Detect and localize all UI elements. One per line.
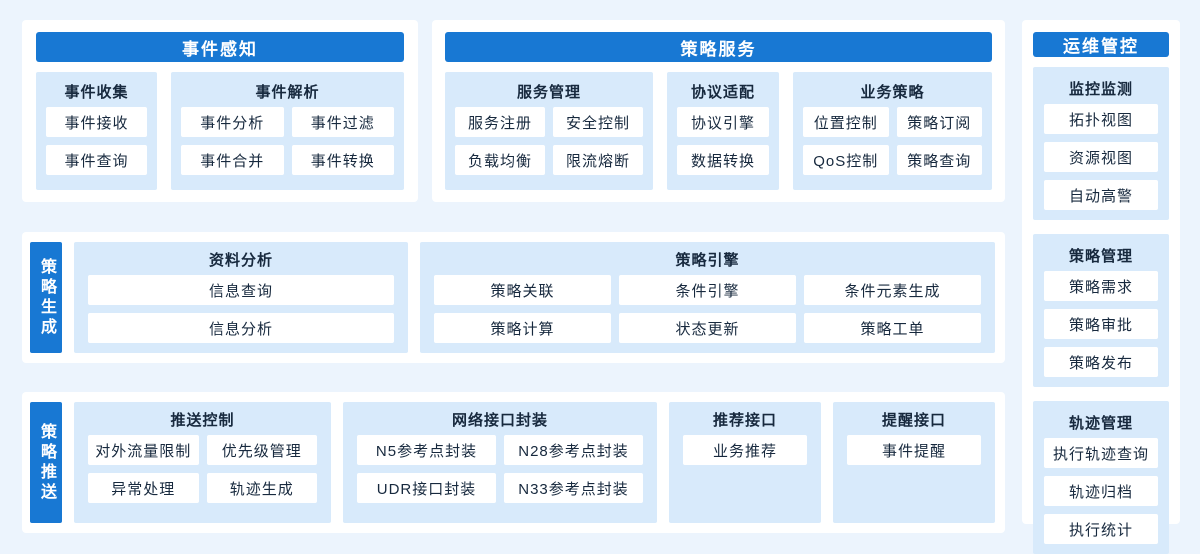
module-load-balance: 负载均衡 (455, 145, 545, 175)
module-policy-query: 策略查询 (896, 145, 982, 175)
group-data-analysis: 资料分析 信息查询 信息分析 (74, 242, 408, 353)
module-event-query: 事件查询 (46, 145, 147, 175)
module-n33-reference-point: N33参考点封装 (504, 473, 643, 503)
group-service-management: 服务管理 服务注册 安全控制 负载均衡 限流熔断 (445, 72, 653, 190)
group-title-event-parsing: 事件解析 (255, 83, 320, 101)
module-event-reminder: 事件提醒 (847, 435, 981, 465)
group-event-collection: 事件收集 事件接收 事件查询 (36, 72, 157, 190)
group-trajectory-management: 轨迹管理 执行轨迹查询 轨迹归档 执行统计 (1033, 401, 1169, 554)
panel-title-event-perception: 事件感知 (36, 32, 404, 62)
module-security-control: 安全控制 (553, 107, 643, 137)
panel-policy-generation: 策略生成 资料分析 信息查询 信息分析 策略引擎 策略关联 条件引擎 条件元素生… (22, 232, 1005, 363)
module-policy-requirement: 策略需求 (1044, 271, 1158, 301)
group-protocol-adaptation: 协议适配 协议引擎 数据转换 (667, 72, 779, 190)
module-condition-element-gen: 条件元素生成 (804, 275, 981, 305)
main-column: 事件感知 事件收集 事件接收 事件查询 事件解析 事件分析 事件过滤 (22, 20, 1005, 533)
group-policy-engine: 策略引擎 策略关联 条件引擎 条件元素生成 策略计算 状态更新 策略工单 (420, 242, 995, 353)
module-protocol-engine: 协议引擎 (677, 107, 769, 137)
group-title-push-control: 推送控制 (170, 411, 235, 429)
group-reminder-interface: 提醒接口 事件提醒 (833, 402, 995, 523)
module-trajectory-generation: 轨迹生成 (206, 473, 317, 503)
module-location-control: 位置控制 (803, 107, 889, 137)
group-policy-management: 策略管理 策略需求 策略审批 策略发布 (1033, 234, 1169, 387)
group-title-business-policy: 业务策略 (860, 83, 925, 101)
module-n28-reference-point: N28参考点封装 (504, 435, 643, 465)
module-event-analysis: 事件分析 (181, 107, 284, 137)
module-udr-interface: UDR接口封装 (357, 473, 496, 503)
ops-control-groups: 监控监测 拓扑视图 资源视图 自动高警 策略管理 策略需求 策略审批 策略发布 … (1033, 67, 1169, 554)
module-service-register: 服务注册 (455, 107, 545, 137)
module-event-transform: 事件转换 (291, 145, 394, 175)
policy-service-groups: 服务管理 服务注册 安全控制 负载均衡 限流熔断 协议适配 协议引擎 数据转换 (445, 72, 992, 190)
module-status-update: 状态更新 (619, 313, 796, 343)
group-title-trajectory-management: 轨迹管理 (1068, 414, 1133, 432)
module-topology-view: 拓扑视图 (1044, 104, 1158, 134)
module-auto-alarm: 自动高警 (1044, 180, 1158, 210)
module-event-filter: 事件过滤 (291, 107, 394, 137)
module-exception-handling: 异常处理 (88, 473, 199, 503)
module-execution-statistics: 执行统计 (1044, 514, 1158, 544)
module-event-merge: 事件合并 (181, 145, 284, 175)
module-n5-reference-point: N5参考点封装 (357, 435, 496, 465)
group-network-interface-encapsulation: 网络接口封装 N5参考点封装 N28参考点封装 UDR接口封装 N33参考点封装 (343, 402, 657, 523)
module-event-receive: 事件接收 (46, 107, 147, 137)
module-qos-control: QoS控制 (803, 145, 889, 175)
module-policy-approval: 策略审批 (1044, 309, 1158, 339)
module-rate-limit: 限流熔断 (553, 145, 643, 175)
group-title-data-analysis: 资料分析 (208, 251, 273, 269)
panel-title-ops-control: 运维管控 (1033, 32, 1169, 57)
group-title-protocol-adaptation: 协议适配 (690, 83, 755, 101)
module-resource-view: 资源视图 (1044, 142, 1158, 172)
panel-ops-control: 运维管控 监控监测 拓扑视图 资源视图 自动高警 策略管理 策略需求 策略审批 … (1022, 20, 1180, 554)
group-event-parsing: 事件解析 事件分析 事件过滤 事件合并 事件转换 (171, 72, 404, 190)
group-title-monitoring: 监控监测 (1068, 80, 1133, 98)
side-label-policy-push: 策略推送 (30, 402, 62, 523)
group-title-network-interface: 网络接口封装 (451, 411, 548, 429)
event-perception-groups: 事件收集 事件接收 事件查询 事件解析 事件分析 事件过滤 事件合并 事件转换 (36, 72, 404, 190)
group-title-policy-management: 策略管理 (1068, 247, 1133, 265)
group-title-recommendation-interface: 推荐接口 (712, 411, 777, 429)
panel-policy-service: 策略服务 服务管理 服务注册 安全控制 负载均衡 限流熔断 协议适配 (432, 20, 1005, 202)
top-row: 事件感知 事件收集 事件接收 事件查询 事件解析 事件分析 事件过滤 (22, 20, 1005, 202)
module-execution-trajectory-query: 执行轨迹查询 (1044, 438, 1158, 468)
side-label-policy-generation: 策略生成 (30, 242, 62, 353)
group-monitoring: 监控监测 拓扑视图 资源视图 自动高警 (1033, 67, 1169, 220)
panel-event-perception: 事件感知 事件收集 事件接收 事件查询 事件解析 事件分析 事件过滤 (22, 20, 418, 202)
module-info-analysis: 信息分析 (88, 313, 394, 343)
module-condition-engine: 条件引擎 (619, 275, 796, 305)
module-trajectory-archive: 轨迹归档 (1044, 476, 1158, 506)
group-business-policy: 业务策略 位置控制 策略订阅 QoS控制 策略查询 (793, 72, 992, 190)
panel-title-policy-service: 策略服务 (445, 32, 992, 62)
group-title-service-management: 服务管理 (516, 83, 581, 101)
module-policy-compute: 策略计算 (434, 313, 611, 343)
group-recommendation-interface: 推荐接口 业务推荐 (669, 402, 821, 523)
module-business-recommendation: 业务推荐 (683, 435, 807, 465)
module-priority-management: 优先级管理 (206, 435, 317, 465)
module-policy-release: 策略发布 (1044, 347, 1158, 377)
panel-policy-push: 策略推送 推送控制 对外流量限制 优先级管理 异常处理 轨迹生成 网络接口封装 … (22, 392, 1005, 533)
group-push-control: 推送控制 对外流量限制 优先级管理 异常处理 轨迹生成 (74, 402, 331, 523)
group-title-policy-engine: 策略引擎 (675, 251, 740, 269)
group-title-event-collection: 事件收集 (64, 83, 129, 101)
module-external-traffic-limit: 对外流量限制 (88, 435, 199, 465)
module-info-query: 信息查询 (88, 275, 394, 305)
module-policy-subscribe: 策略订阅 (896, 107, 982, 137)
module-data-transform: 数据转换 (677, 145, 769, 175)
module-policy-workorder: 策略工单 (804, 313, 981, 343)
module-policy-association: 策略关联 (434, 275, 611, 305)
group-title-reminder-interface: 提醒接口 (881, 411, 946, 429)
